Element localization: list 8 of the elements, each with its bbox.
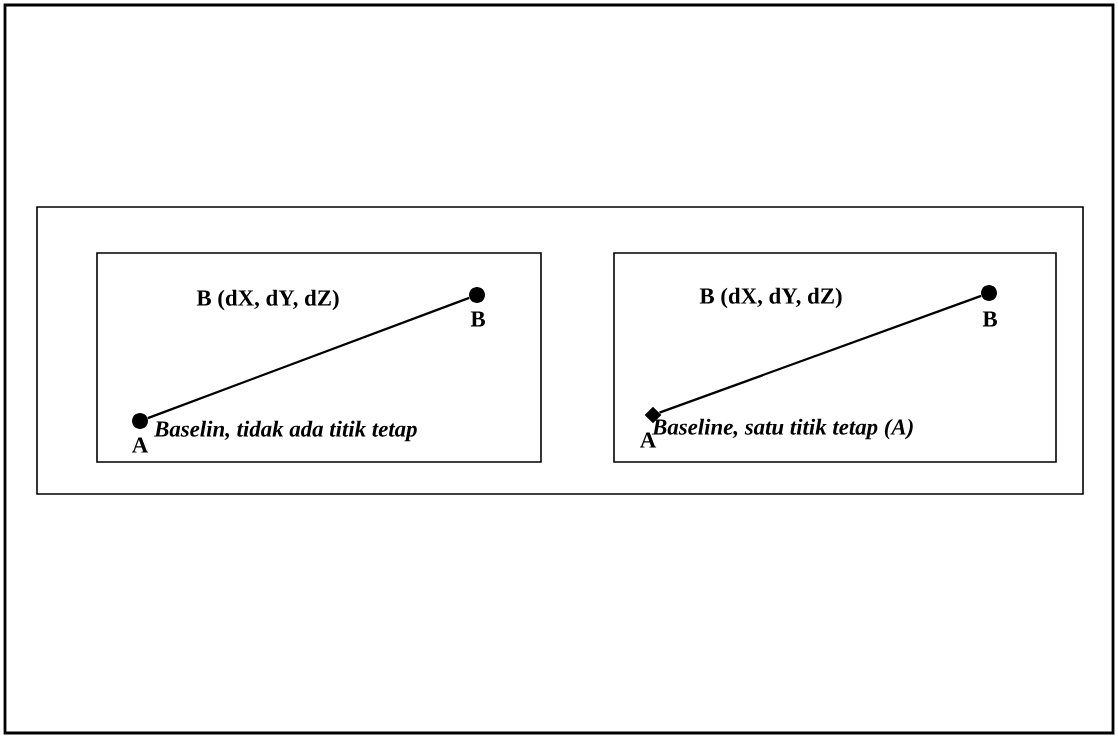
frame-box: [36, 206, 1084, 495]
edge-label: B (dX, dY, dZ): [697, 285, 845, 311]
line: [659, 294, 982, 414]
point-label: A: [132, 437, 149, 453]
edge-label: B (dX, dY, dZ): [194, 287, 342, 313]
point-label: B: [470, 311, 485, 327]
line: [147, 296, 470, 420]
point-label: B: [982, 311, 997, 327]
